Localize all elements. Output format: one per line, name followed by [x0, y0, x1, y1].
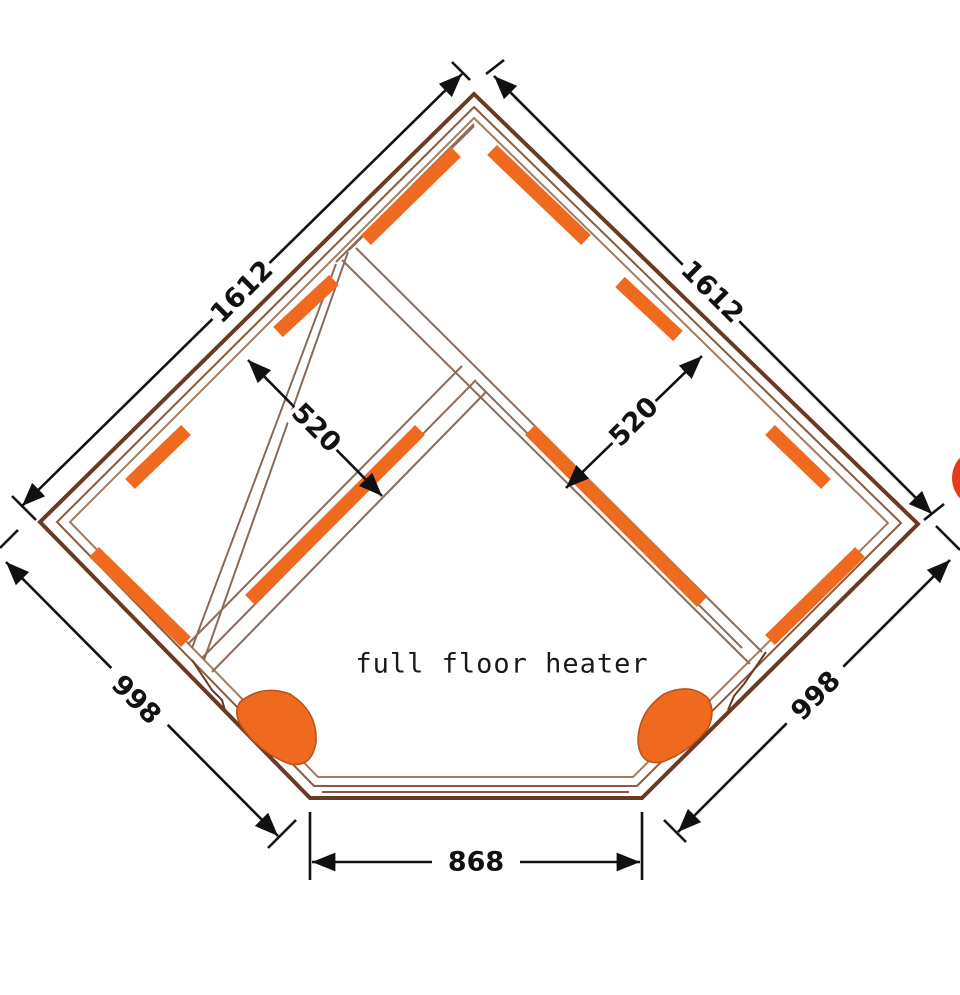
heater-pad-left: [236, 689, 317, 766]
heater-panel-right-bench: [525, 425, 707, 607]
label-gaps: [94, 250, 858, 880]
heater-panel-top-right-1: [487, 144, 591, 246]
heater-panel-top-left-1: [361, 146, 461, 246]
front-glass-strip: [318, 785, 633, 793]
dim-label-top-right: 1612: [674, 254, 749, 329]
heater-pad-right: [637, 688, 713, 764]
heater-panel-lower-left: [89, 546, 191, 648]
heater-panel-top-left-3: [125, 424, 191, 490]
heater-panel-top-right-3: [765, 424, 831, 490]
floor-heater-label: full floor heater: [355, 649, 648, 680]
dim-label-top-left: 1612: [204, 254, 279, 329]
dim-label-bottom: 868: [448, 847, 504, 878]
edge-marker: [952, 457, 960, 499]
